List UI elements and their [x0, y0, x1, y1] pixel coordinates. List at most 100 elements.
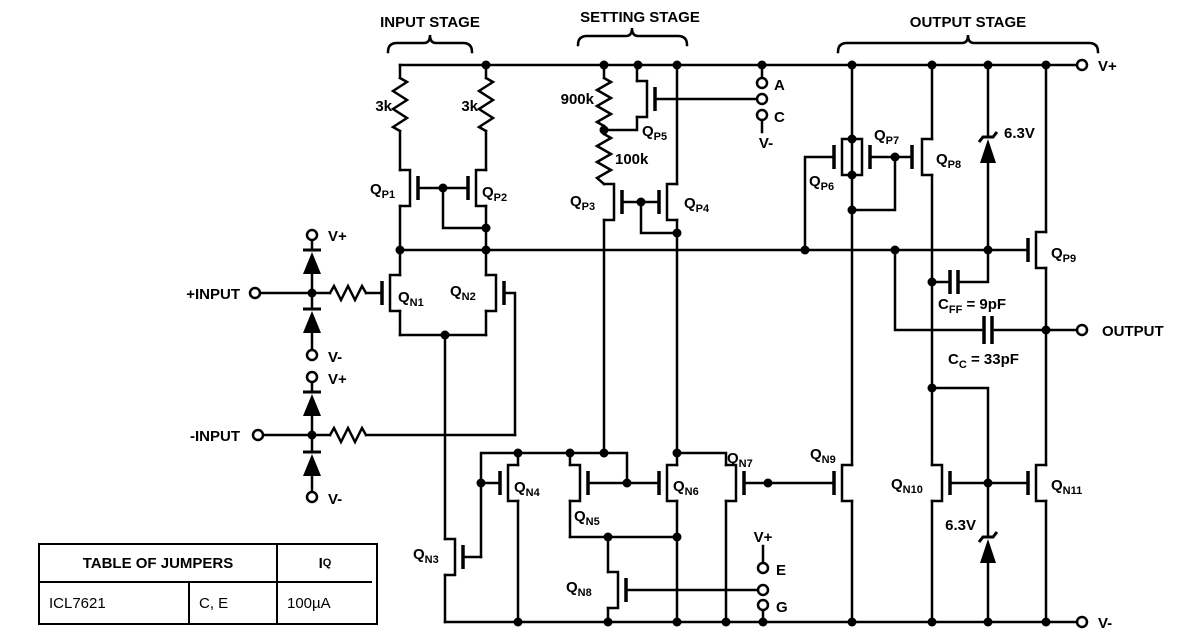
transistor-qn8 [606, 570, 628, 610]
zener-diode-bottom [977, 531, 999, 563]
label-qn8: QN8 [566, 579, 592, 599]
jumper-pad-ac-center [755, 92, 769, 106]
transistor-qn11 [1026, 463, 1048, 503]
transistor-qn5 [568, 463, 590, 503]
jumper-a-label: A [774, 77, 785, 94]
label-qp9: QP9 [1051, 245, 1076, 265]
jumper-eg-vplus-label: V+ [754, 529, 773, 546]
jumper-pad-eg-center [756, 583, 770, 597]
setting-stage-brace [576, 27, 689, 47]
capacitor-cc [982, 316, 994, 344]
label-qp7: QP7 [874, 127, 899, 147]
resistor-3k-left-label: 3k [375, 98, 392, 115]
minus-input-label: -INPUT [190, 428, 240, 445]
label-qp2: QP2 [482, 184, 507, 204]
transistor-qp8 [910, 137, 934, 177]
vminus-rail-label: V- [1098, 615, 1112, 630]
jumper-g-label: G [776, 599, 788, 616]
capacitor-cff [948, 270, 960, 294]
output-terminal [1075, 323, 1089, 337]
junction-dots [307, 60, 1051, 627]
minus-clamp-vplus-label: V+ [328, 371, 347, 388]
label-qn11: QN11 [1051, 477, 1082, 497]
input-stage-title: INPUT STAGE [380, 14, 480, 31]
resistor-100k-label: 100k [615, 151, 649, 168]
zener-diode-top [977, 131, 999, 163]
resistor-3k-right-label: 3k [461, 98, 478, 115]
label-qn10: QN10 [891, 476, 923, 496]
transistor-qn2 [484, 273, 506, 313]
transistor-qn9 [832, 463, 854, 503]
transistor-qn7 [724, 463, 746, 503]
vplus-rail-label: V+ [1098, 58, 1117, 75]
transistor-qn6 [657, 463, 679, 503]
vminus-terminal [1075, 615, 1089, 629]
jumper-pad-c [755, 108, 769, 122]
output-stage-brace [836, 34, 1100, 54]
transistor-qp7 [850, 137, 872, 177]
label-qn9: QN9 [810, 446, 836, 466]
minus-clamp-vminus-label: V- [328, 491, 342, 508]
label-qp4: QP4 [684, 195, 710, 215]
jumper-e-label: E [776, 562, 786, 579]
transistor-qn10 [930, 463, 952, 503]
jumper-ac-vminus-label: V- [759, 135, 773, 152]
plus-clamp-vplus-terminal [305, 228, 319, 242]
label-qn1: QN1 [398, 289, 424, 309]
label-qp8: QP8 [936, 151, 961, 171]
minus-input-terminal [251, 428, 265, 442]
transistor-qp3 [602, 182, 624, 222]
label-qn4: QN4 [514, 479, 541, 499]
label-qp1: QP1 [370, 181, 395, 201]
transistor-qp4 [657, 182, 679, 222]
label-qp3: QP3 [570, 193, 595, 213]
plus-clamp-vminus-label: V- [328, 349, 342, 366]
label-qn7: QN7 [727, 450, 753, 470]
jumpers-table-current-cell: 100µA [287, 594, 331, 612]
transistor-qp1 [398, 168, 420, 208]
cc-label: CC = 33pF [948, 351, 1019, 371]
label-qp5: QP5 [642, 123, 667, 143]
label-qp6: QP6 [809, 173, 834, 193]
input-stage-brace [386, 34, 474, 54]
wire-layer [258, 63, 1084, 624]
stage-braces [386, 27, 1100, 54]
label-qn6: QN6 [673, 478, 699, 498]
jumper-pad-a [755, 76, 769, 90]
transistor-qp9 [1026, 230, 1048, 270]
transistor-qp6 [832, 137, 854, 177]
transistor-qp5 [635, 79, 657, 119]
plus-clamp-vplus-label: V+ [328, 228, 347, 245]
terminals [248, 58, 1089, 629]
label-qn3: QN3 [413, 546, 439, 566]
transistor-qp2 [466, 168, 488, 208]
output-stage-title: OUTPUT STAGE [910, 14, 1026, 31]
jumper-pad-g [756, 598, 770, 612]
input-clamp-diodes [303, 248, 321, 476]
setting-stage-title: SETTING STAGE [580, 9, 700, 26]
vplus-terminal [1075, 58, 1089, 72]
cff-label: CFF = 9pF [938, 296, 1006, 316]
jumpers-table-jumpers-cell: C, E [190, 583, 278, 623]
plus-input-terminal [248, 286, 262, 300]
jumper-c-label: C [774, 109, 785, 126]
plus-input-label: +INPUT [186, 286, 240, 303]
minus-clamp-vminus-terminal [305, 490, 319, 504]
resistor-900k-label: 900k [561, 91, 595, 108]
minus-clamp-vplus-terminal [305, 370, 319, 384]
jumper-pad-e [756, 561, 770, 575]
transistor-qn3 [443, 537, 465, 577]
zener-bottom-label: 6.3V [945, 517, 976, 534]
jumpers-table-part-cell: ICL7621 [40, 583, 190, 623]
plus-clamp-vminus-terminal [305, 348, 319, 362]
jumpers-table-title: TABLE OF JUMPERS [40, 545, 278, 583]
zener-top-label: 6.3V [1004, 125, 1035, 142]
label-qn5: QN5 [574, 508, 600, 528]
transistor-qn4 [498, 463, 520, 503]
output-label: OUTPUT [1102, 323, 1164, 340]
label-qn2: QN2 [450, 283, 476, 303]
